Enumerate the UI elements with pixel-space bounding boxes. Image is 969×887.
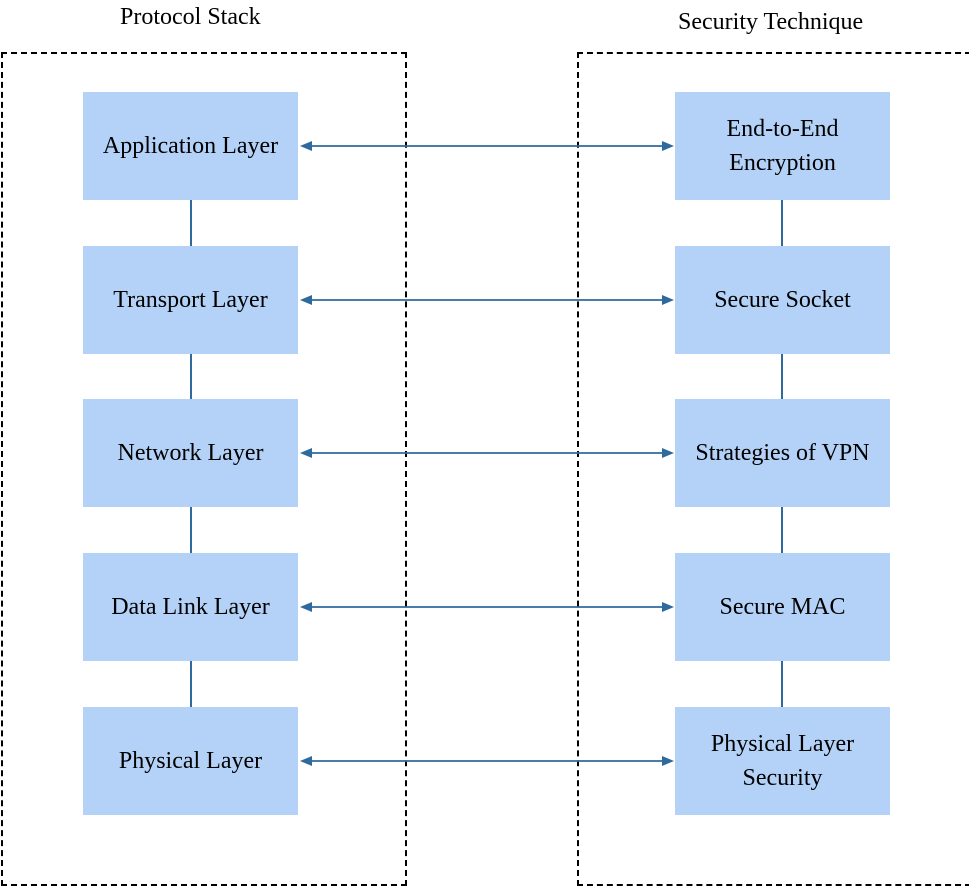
physical-layer-node: Physical Layer	[83, 707, 298, 815]
physical-layer-security-node: Physical Layer Security	[675, 707, 890, 815]
security-technique-title: Security Technique	[678, 9, 864, 35]
security-technique-group	[577, 52, 969, 886]
data-link-layer-node: Data Link Layer	[83, 553, 298, 661]
network-layer-node: Network Layer	[83, 399, 298, 507]
protocol-stack-group	[1, 52, 407, 886]
end-to-end-encryption-node: End-to-End Encryption	[675, 92, 890, 200]
secure-socket-node: Secure Socket	[675, 246, 890, 354]
protocol-stack-connector	[190, 200, 192, 246]
protocol-stack-connector	[190, 354, 192, 400]
protocol-stack-connector	[190, 507, 192, 553]
security-technique-connector	[781, 661, 783, 707]
security-technique-connector	[781, 507, 783, 553]
protocol-stack-title: Protocol Stack	[120, 4, 261, 30]
security-technique-connector	[781, 354, 783, 400]
strategies-of-vpn-node: Strategies of VPN	[675, 399, 890, 507]
protocol-stack-connector	[190, 661, 192, 707]
transport-layer-node: Transport Layer	[83, 246, 298, 354]
application-layer-node: Application Layer	[83, 92, 298, 200]
security-technique-connector	[781, 200, 783, 246]
secure-mac-node: Secure MAC	[675, 553, 890, 661]
